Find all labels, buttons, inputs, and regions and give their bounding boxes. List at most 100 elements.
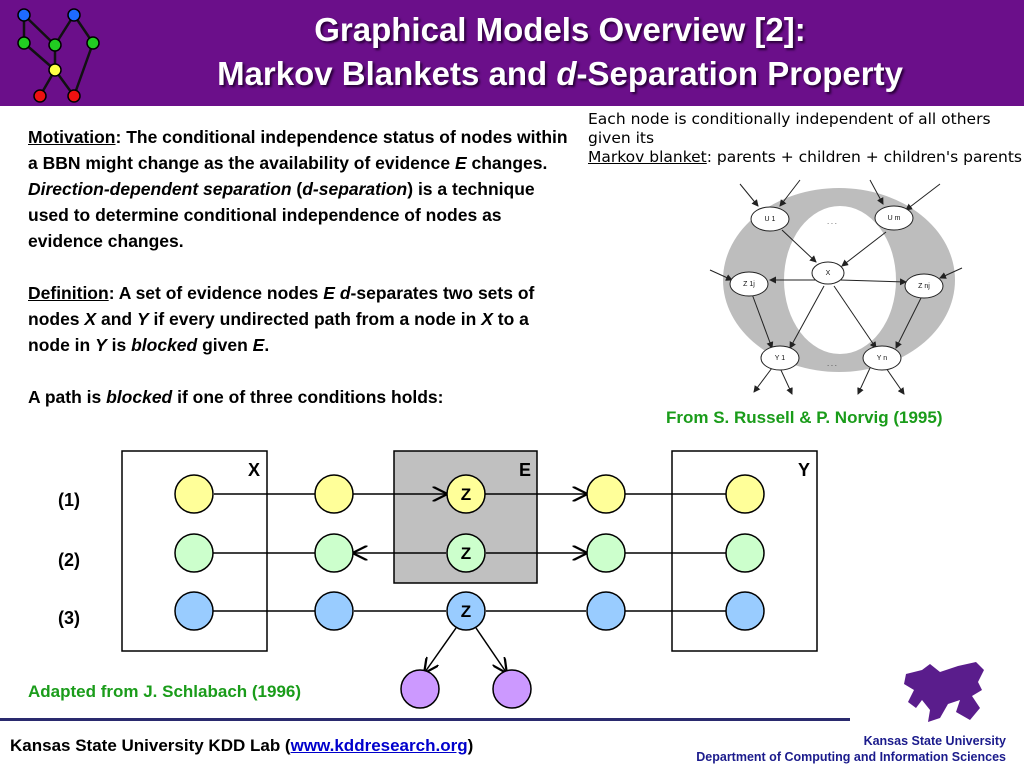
- path-blocked-word: blocked: [106, 387, 173, 407]
- title-line-1: Graphical Models Overview [2]:: [314, 11, 806, 48]
- node-um: [874, 205, 914, 231]
- schlabach-credit: Adapted from J. Schlabach (1996): [28, 682, 302, 701]
- box-x-label: X: [248, 460, 260, 480]
- row2-node-x: [174, 533, 214, 573]
- footer-left: Kansas State University KDD Lab (www.kdd…: [10, 736, 473, 756]
- row2-z-label: Z: [461, 544, 471, 563]
- definition-label: Definition: [28, 283, 109, 303]
- node-x: [811, 261, 845, 285]
- definition-text-8: .: [264, 335, 270, 355]
- box-e-label: E: [519, 460, 531, 480]
- definition-text-4: if every undirected path from a node in: [148, 309, 482, 329]
- definition-y: Y: [136, 309, 149, 329]
- node-z1j: [729, 271, 769, 297]
- row3-node-z: [446, 591, 486, 631]
- row2-node-left: [314, 533, 354, 573]
- definition-x: X: [84, 309, 97, 329]
- row2-node-y: [725, 533, 765, 573]
- footer-left-post: ): [467, 736, 474, 755]
- motivation-text-1: : The conditional independence status of…: [28, 127, 568, 173]
- definition-text-1: : A set of evidence nodes: [108, 283, 324, 303]
- node-u1-label: U 1: [765, 216, 776, 223]
- row1-node-y: [725, 474, 765, 514]
- node-yn-label: Y n: [877, 355, 887, 362]
- markov-caption-line-1: Each node is conditionally independent o…: [588, 110, 991, 147]
- node-yn: [862, 345, 902, 371]
- title-line-2-italic: d: [556, 55, 577, 92]
- definition-text-7: given: [197, 335, 253, 355]
- row3-node-right: [586, 591, 626, 631]
- definition-e: E: [323, 283, 335, 303]
- motivation-label: Motivation: [28, 127, 116, 147]
- definition-blocked: blocked: [131, 335, 198, 355]
- node-x-label: X: [826, 270, 831, 277]
- row3-z-label: Z: [461, 602, 471, 621]
- d-separation-diagram: X E Y: [121, 450, 818, 709]
- row-label-3: (3): [58, 608, 80, 628]
- node-u1: [750, 206, 790, 232]
- row3-node-y: [725, 591, 765, 631]
- row3-node-left: [314, 591, 354, 631]
- row-label-1: (1): [58, 490, 80, 510]
- markov-blanket-label: Markov blanket: [588, 148, 707, 166]
- motivation-ds: d-separation: [302, 179, 408, 199]
- row3-node-x: [174, 591, 214, 631]
- row3-child-right: [492, 669, 532, 709]
- title-line-2: Markov Blankets and d-Separation Propert…: [110, 52, 1010, 96]
- row2-node-z: [446, 533, 486, 573]
- markov-blanket-ring: [723, 188, 955, 372]
- row1-node-right: [586, 474, 626, 514]
- title-line-2-post: -Separation Property: [576, 55, 903, 92]
- definition-text-2: -separates two sets of nodes: [28, 283, 535, 329]
- definition-x2: X: [481, 309, 493, 329]
- row1-z-label: Z: [461, 485, 471, 504]
- row-label-2: (2): [58, 550, 80, 570]
- children-ellipsis: . . .: [827, 361, 837, 368]
- box-y-label: Y: [798, 460, 810, 480]
- motivation-paragraph: Motivation: The conditional independence…: [28, 124, 568, 254]
- node-z1j-label: Z 1j: [743, 281, 755, 288]
- slide-title: Graphical Models Overview [2]: Markov Bl…: [110, 8, 1010, 96]
- title-line-2-pre: Markov Blankets and: [217, 55, 557, 92]
- definition-text-5: to a node in: [28, 309, 529, 355]
- definition-e2: E: [252, 335, 265, 355]
- motivation-text-4: ) is a technique used to determine condi…: [28, 179, 535, 251]
- row1-node-x: [174, 474, 214, 514]
- node-znj: [904, 273, 944, 299]
- motivation-dds: Direction-dependent separation: [28, 179, 292, 199]
- ksu-wildcat-logo-icon: [904, 662, 984, 722]
- definition-paragraph: Definition: A set of evidence nodes E d-…: [28, 280, 568, 358]
- parents-ellipsis: . . .: [827, 219, 837, 226]
- row1-node-z: [446, 474, 486, 514]
- node-znj-label: Z nj: [918, 283, 930, 290]
- markov-caption-rest: : parents + children + children's parent…: [706, 148, 1023, 166]
- russell-norvig-credit: From S. Russell & P. Norvig (1995): [666, 408, 943, 427]
- definition-y2: Y: [95, 335, 107, 355]
- definition-d: d: [339, 283, 351, 303]
- definition-text-6: is: [106, 335, 132, 355]
- path-blocked-text-2: if one of three conditions holds:: [172, 387, 444, 407]
- markov-caption-line-2: Markov blanket: parents + children + chi…: [588, 148, 1024, 167]
- motivation-e: E: [454, 153, 467, 173]
- node-y1: [760, 345, 800, 371]
- node-y1-label: Y 1: [775, 355, 785, 362]
- footer-university: Kansas State University: [863, 734, 1006, 748]
- body-text: Motivation: The conditional independence…: [28, 124, 568, 436]
- motivation-text-2: changes.: [466, 153, 548, 173]
- markov-blanket-figure: U 1 U m X Z 1j Z nj Y 1 Y n . . . . . .: [709, 179, 963, 395]
- footer-department: Department of Computing and Information …: [696, 750, 1006, 764]
- path-blocked-paragraph: A path is blocked if one of three condit…: [28, 384, 568, 410]
- row2-node-right: [586, 533, 626, 573]
- graph-logo-icon: [17, 8, 100, 103]
- slide-header: Graphical Models Overview [2]: Markov Bl…: [0, 0, 1024, 106]
- path-blocked-text-1: A path is: [28, 387, 107, 407]
- node-um-label: U m: [888, 215, 901, 222]
- kdd-lab-link[interactable]: www.kddresearch.org: [290, 736, 468, 755]
- footer-left-pre: Kansas State University KDD Lab (: [10, 736, 291, 755]
- footer-divider: [0, 718, 850, 721]
- motivation-text-3: (: [291, 179, 303, 199]
- markov-caption: Each node is conditionally independent o…: [588, 110, 1024, 167]
- footer-right: Kansas State University Department of Co…: [696, 733, 1006, 765]
- row1-node-left: [314, 474, 354, 514]
- definition-text-3: and: [96, 309, 137, 329]
